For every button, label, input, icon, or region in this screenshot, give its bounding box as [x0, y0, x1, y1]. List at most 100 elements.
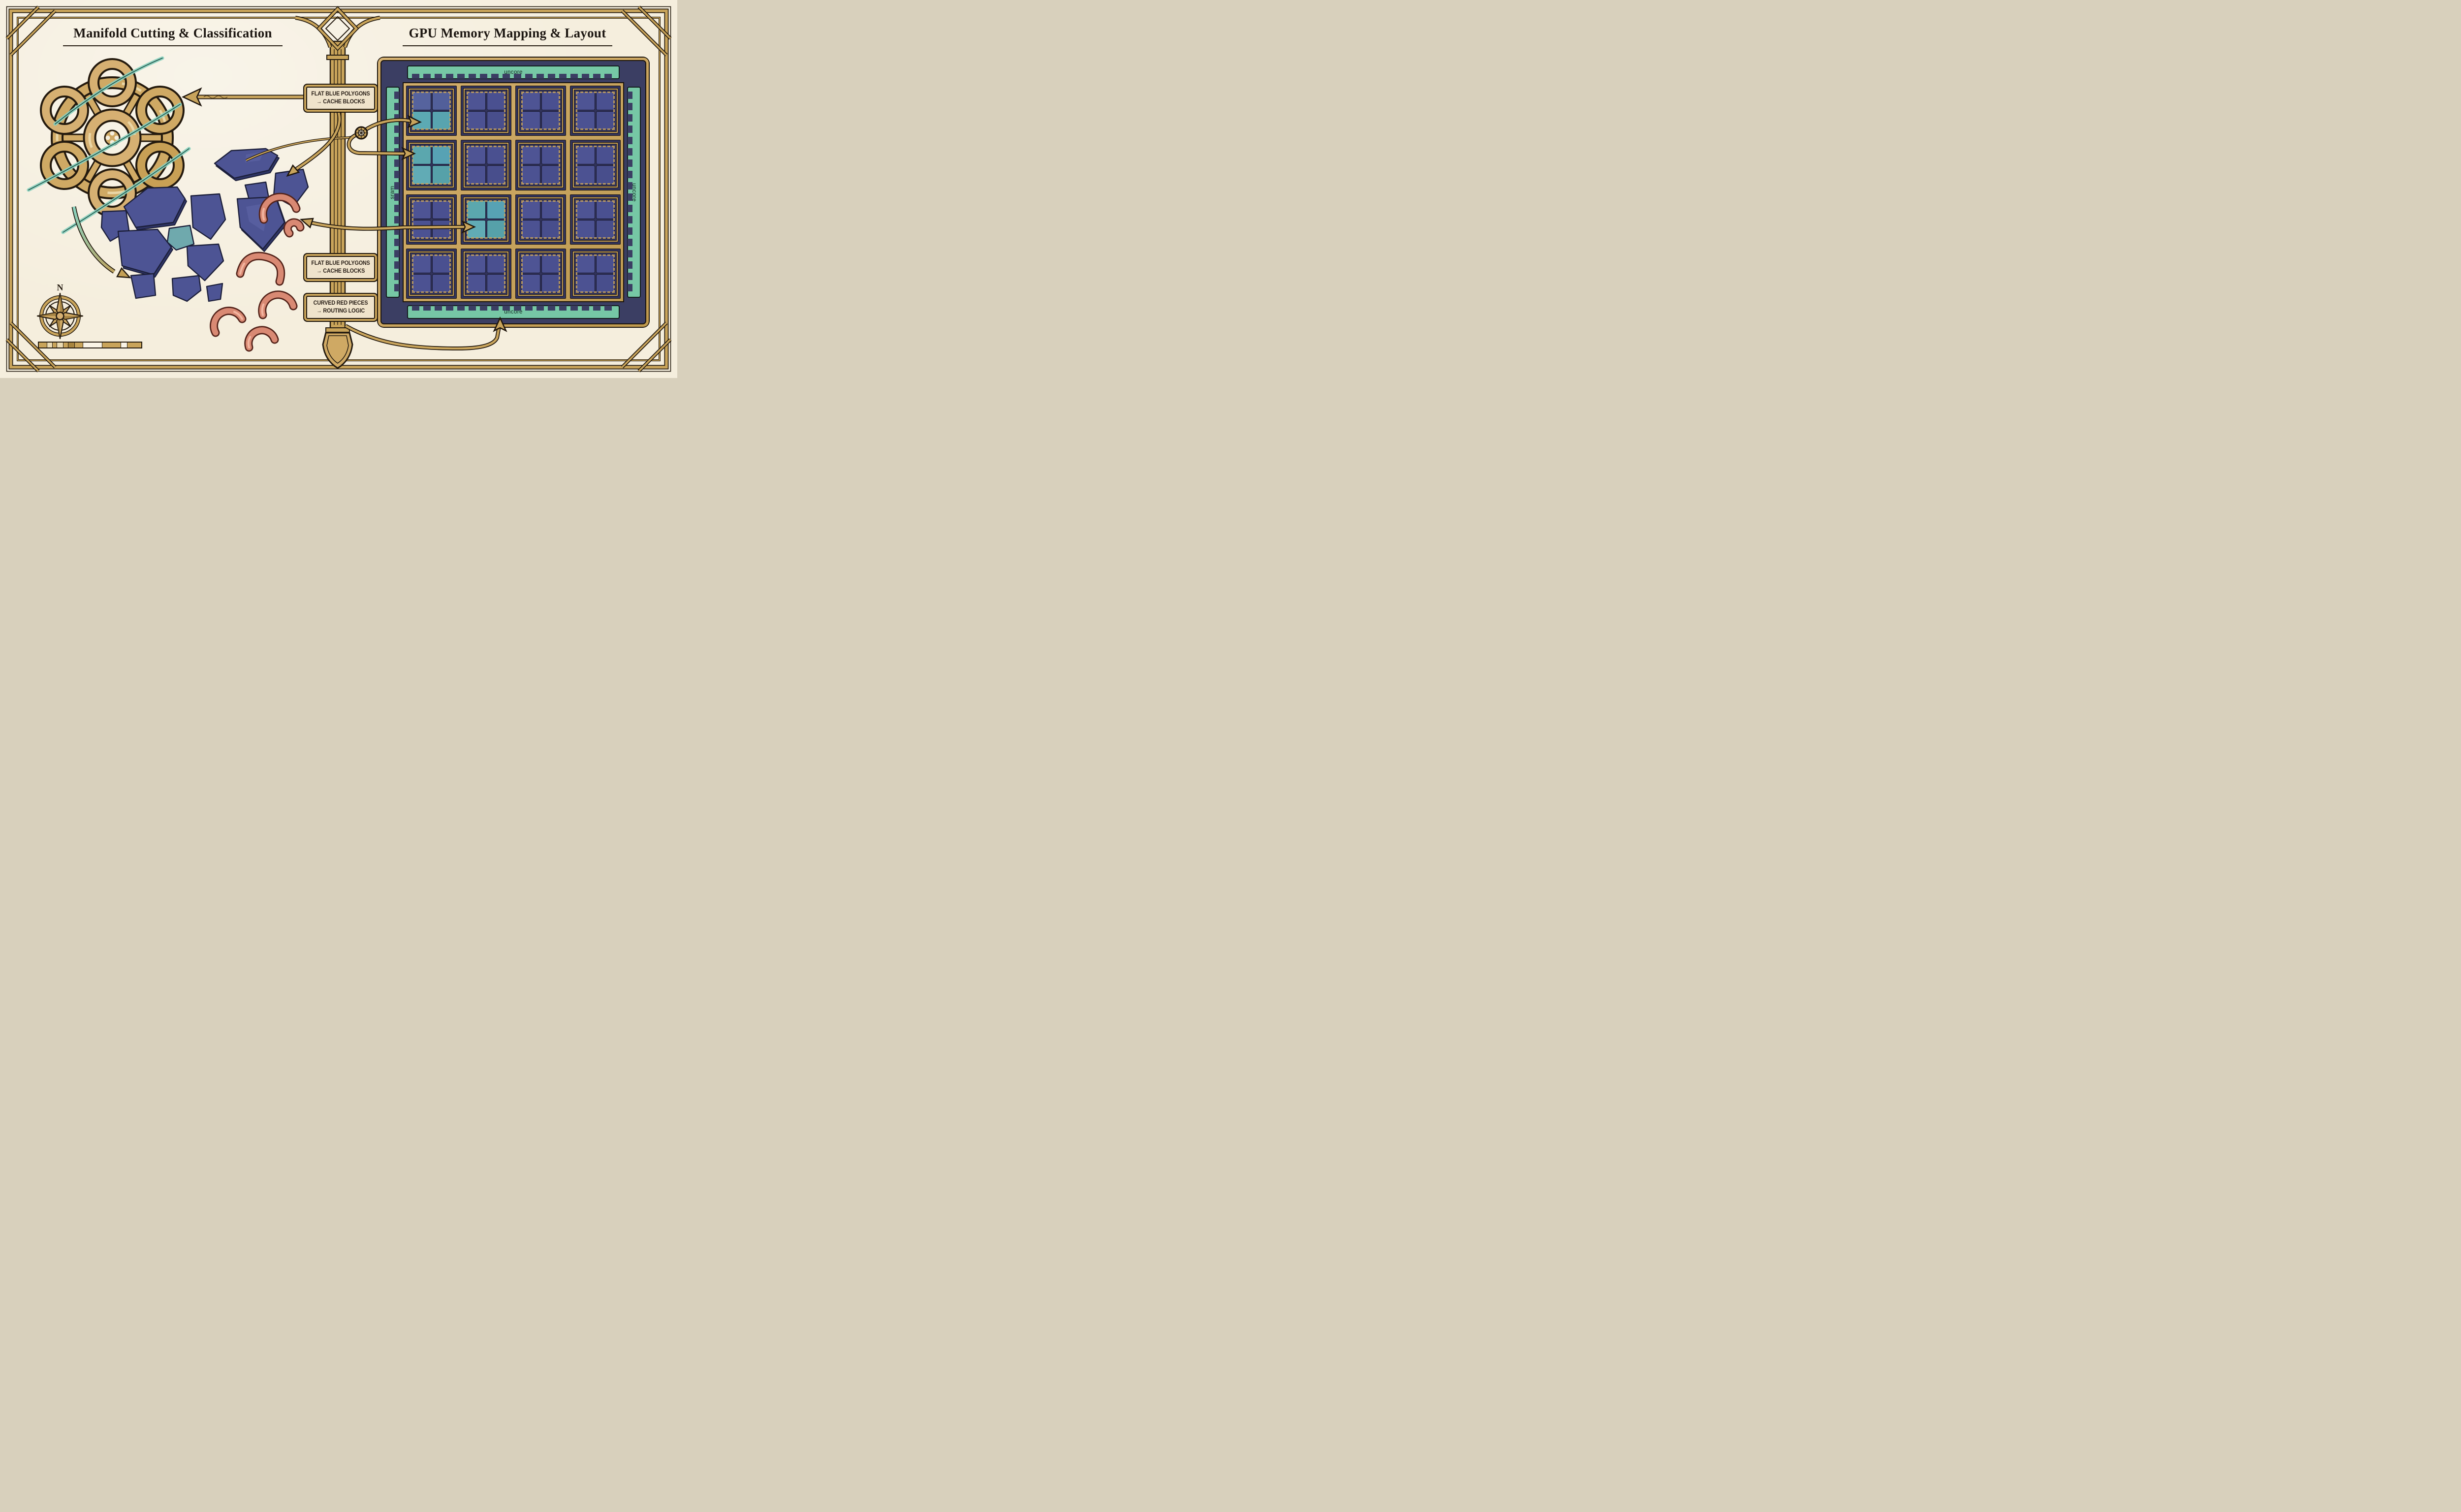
- manifold-to-shards-arrow-icon: [71, 206, 132, 279]
- memory-subblock: [596, 146, 615, 165]
- memory-subblock: [467, 200, 486, 219]
- memory-subblock: [486, 146, 505, 165]
- scale-bar-segment: [121, 343, 128, 347]
- memory-subblock: [576, 254, 595, 273]
- scale-bar-segment: [57, 343, 63, 347]
- gpu-memory-grid: [403, 82, 624, 302]
- gpu-tile-navy: [515, 140, 566, 190]
- memory-subblock: [486, 200, 505, 219]
- memory-subblock: [596, 274, 615, 293]
- memory-subblock: [432, 220, 451, 239]
- left-panel-title: Manifold Cutting & Classification: [63, 26, 283, 46]
- border-corner-ornaments: [5, 5, 672, 373]
- callout-line: CURVED RED PIECES: [313, 300, 368, 306]
- memory-subblock: [541, 146, 560, 165]
- memory-subblock: [576, 146, 595, 165]
- memory-subblock: [521, 200, 540, 219]
- gpu-tile-navy: [406, 194, 457, 245]
- red-pieces-group: [210, 192, 305, 352]
- memory-subblock: [576, 91, 595, 111]
- gpu-die: uncore uncore sram uncore: [377, 57, 650, 328]
- memory-subblock: [486, 165, 505, 185]
- gpu-tile-navy: [570, 194, 621, 245]
- memory-subblock: [467, 254, 486, 273]
- callout-cache-blocks-mid: FLAT BLUE POLYGONS → CACHE BLOCKS: [306, 256, 375, 280]
- gpu-tile-navy: [515, 86, 566, 136]
- gpu-tile-navy: [570, 140, 621, 190]
- memory-subblock: [541, 274, 560, 293]
- scale-bar-segment: [127, 343, 141, 347]
- pad-tabs-right: [628, 92, 632, 293]
- memory-subblock: [541, 111, 560, 130]
- memory-subblock: [412, 91, 431, 111]
- memory-subblock: [432, 91, 451, 111]
- memory-subblock: [521, 254, 540, 273]
- scale-bar: [38, 342, 142, 348]
- callout-line: → CACHE BLOCKS: [316, 99, 365, 105]
- memory-subblock: [596, 111, 615, 130]
- memory-subblock: [576, 220, 595, 239]
- memory-subblock: [541, 254, 560, 273]
- memory-subblock: [412, 254, 431, 273]
- gpu-die-frame: uncore uncore sram uncore: [378, 58, 649, 327]
- left-panel-art: N: [27, 56, 309, 352]
- gpu-tile-navy: [570, 86, 621, 136]
- gpu-tile-navy: [461, 86, 511, 136]
- memory-subblock: [596, 200, 615, 219]
- compass-rose-icon: [36, 292, 84, 340]
- memory-subblock: [596, 165, 615, 185]
- memory-subblock: [521, 165, 540, 185]
- gpu-tile-navy: [461, 140, 511, 190]
- memory-subblock: [432, 165, 451, 185]
- callout-cache-blocks-top: FLAT BLUE POLYGONS → CACHE BLOCKS: [306, 87, 375, 110]
- memory-subblock: [412, 111, 431, 130]
- memory-subblock: [596, 220, 615, 239]
- pad-tabs-bottom: [412, 306, 615, 311]
- memory-subblock: [486, 111, 505, 130]
- scale-bar-segment: [63, 343, 69, 347]
- pad-tabs-left: [394, 92, 399, 293]
- memory-subblock: [541, 220, 560, 239]
- memory-subblock: [432, 254, 451, 273]
- gpu-tile-teal: [461, 194, 511, 245]
- gpu-tile-navy: [570, 248, 621, 299]
- memory-subblock: [576, 200, 595, 219]
- memory-subblock: [576, 111, 595, 130]
- memory-subblock: [467, 146, 486, 165]
- memory-subblock: [412, 220, 431, 239]
- memory-subblock: [412, 200, 431, 219]
- memory-subblock: [432, 146, 451, 165]
- memory-subblock: [467, 91, 486, 111]
- memory-subblock: [541, 165, 560, 185]
- memory-subblock: [521, 146, 540, 165]
- gpu-tile-navy: [461, 248, 511, 299]
- memory-subblock: [486, 220, 505, 239]
- memory-subblock: [467, 220, 486, 239]
- illustrated-diagram: N uncore uncore sram uncore: [0, 0, 677, 378]
- callout-line: FLAT BLUE POLYGONS: [311, 260, 370, 266]
- scale-bar-segment: [39, 343, 47, 347]
- memory-subblock: [596, 91, 615, 111]
- memory-subblock: [412, 146, 431, 165]
- gpu-tile-navy: [406, 248, 457, 299]
- cyan-cut-lines: [27, 56, 191, 234]
- memory-subblock: [486, 274, 505, 293]
- callout-line: → ROUTING LOGIC: [316, 308, 365, 315]
- memory-subblock: [432, 200, 451, 219]
- scale-bar-segment: [102, 343, 122, 347]
- memory-subblock: [521, 274, 540, 293]
- scale-bar-segment: [75, 343, 84, 347]
- scale-bar-segment: [47, 343, 53, 347]
- memory-subblock: [596, 254, 615, 273]
- memory-subblock: [521, 111, 540, 130]
- memory-subblock: [432, 274, 451, 293]
- memory-subblock: [467, 274, 486, 293]
- memory-subblock: [521, 220, 540, 239]
- memory-subblock: [486, 254, 505, 273]
- memory-subblock: [541, 91, 560, 111]
- gpu-tile-navy: [515, 248, 566, 299]
- uncore-bottom-label: uncore: [504, 309, 523, 315]
- memory-subblock: [521, 91, 540, 111]
- callout-line: → CACHE BLOCKS: [316, 268, 365, 275]
- memory-subblock: [486, 91, 505, 111]
